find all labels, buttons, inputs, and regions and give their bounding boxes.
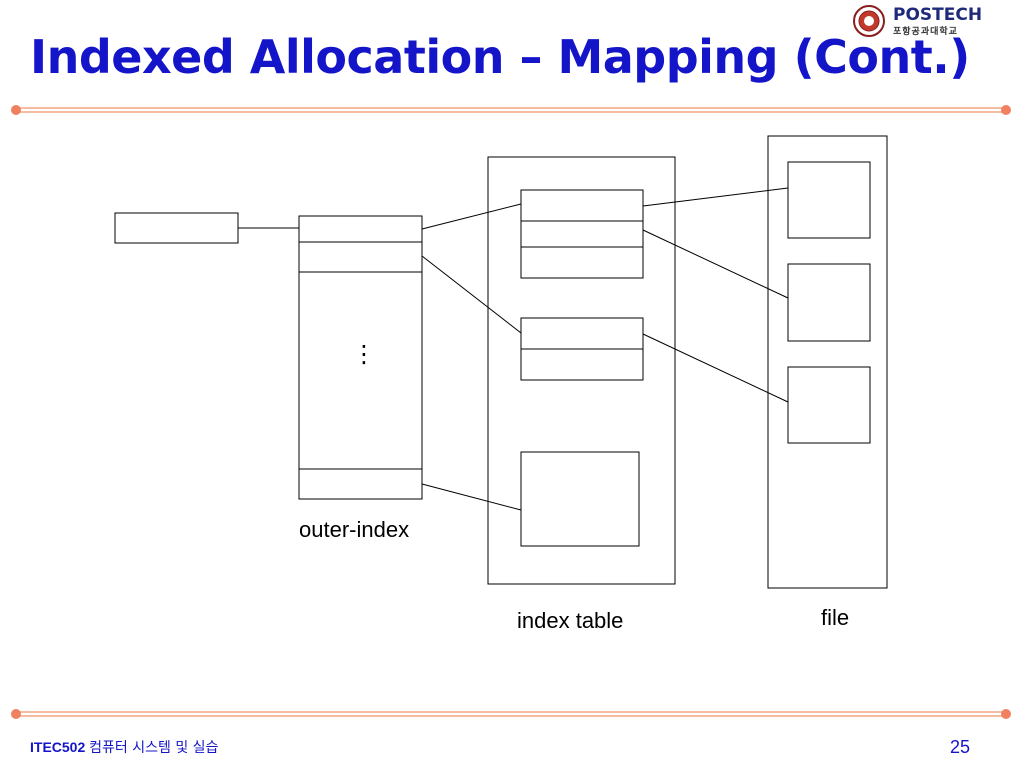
page-number: 25 <box>950 737 971 757</box>
pointer-outer-1 <box>421 203 522 230</box>
outer-index-ellipsis: ⋮ <box>352 340 376 368</box>
file-container <box>767 135 888 589</box>
postech-logo <box>853 5 885 37</box>
slide-title: Indexed Allocation – Mapping (Cont.) <box>30 30 970 84</box>
inner-index-block-2 <box>520 317 644 381</box>
file-block-3 <box>787 366 871 444</box>
logo-subtitle: 포항공과대학교 <box>893 26 958 36</box>
file-label: file <box>821 605 850 630</box>
inner-index-block-1 <box>520 189 644 279</box>
pointer-inner-3 <box>642 333 789 403</box>
course-code: ITEC502 <box>30 739 86 755</box>
outer-index-label: outer-index <box>299 517 410 542</box>
pointer-inner-2 <box>642 229 789 299</box>
course-name: 컴퓨터 시스템 및 실습 <box>89 740 219 756</box>
index-table-container <box>487 156 676 585</box>
footer-course: ITEC502 컴퓨터 시스템 및 실습 <box>30 737 218 757</box>
pointer-inner-1 <box>642 187 789 207</box>
logo-name: POSTECH <box>893 5 983 25</box>
pointer-outer-2 <box>421 255 522 334</box>
file-block-2 <box>787 263 871 342</box>
pointer-outer-3 <box>421 483 522 511</box>
index-table-label: index table <box>517 608 624 633</box>
inner-index-block-3 <box>520 451 640 547</box>
outer-index-table <box>298 215 423 500</box>
logical-address-box <box>114 212 239 244</box>
bottom-divider <box>11 709 1011 719</box>
top-divider <box>11 105 1011 115</box>
file-block-1 <box>787 161 871 239</box>
